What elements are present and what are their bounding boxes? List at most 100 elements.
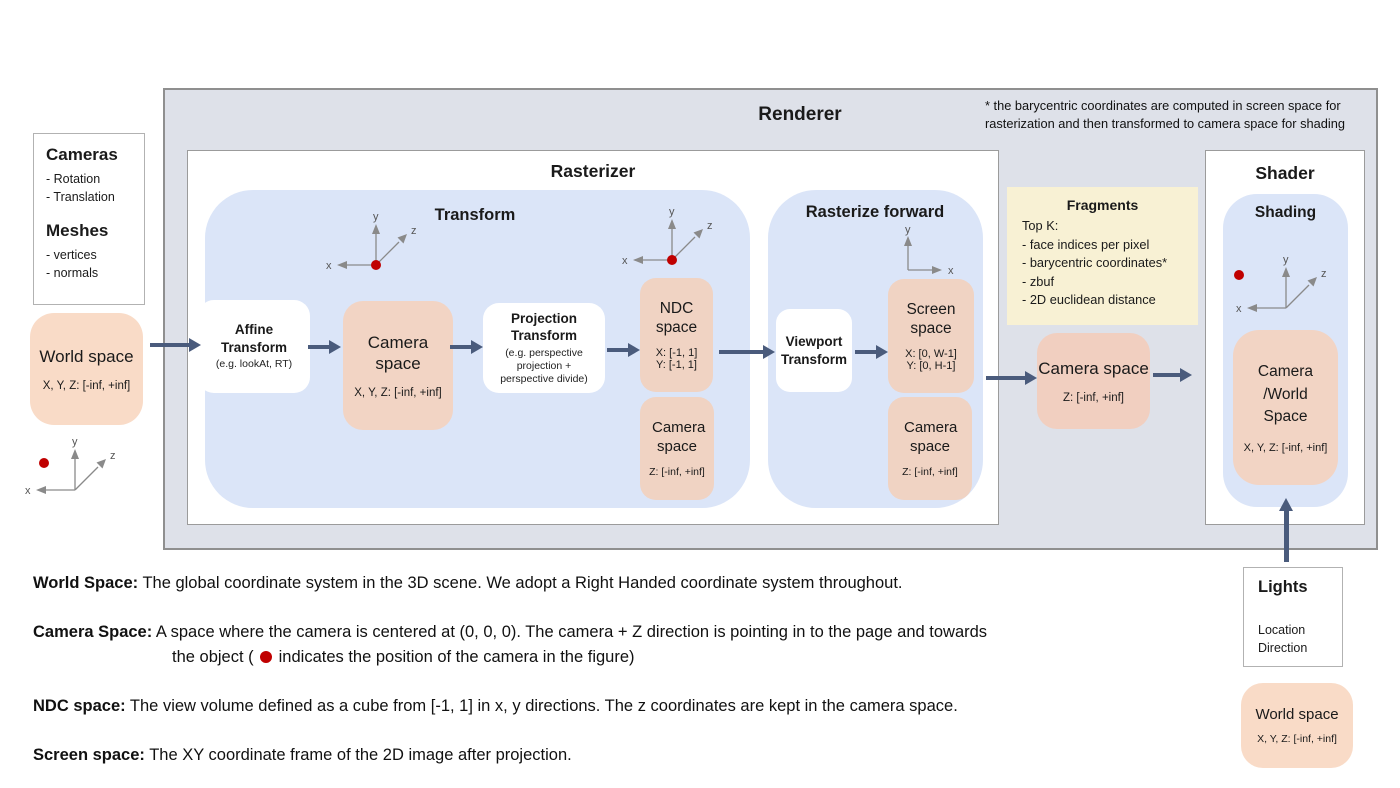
fragments-title: Fragments: [1066, 197, 1139, 213]
axis-label-z: z: [707, 220, 713, 232]
shader-title: Shader: [1255, 163, 1315, 183]
rasterize-forward-title: Rasterize forward: [805, 203, 945, 221]
axis-label-x: x: [25, 485, 31, 497]
screen-range-x: X: [0, W-1]: [905, 348, 957, 361]
world-space-lights-range: X, Y, Z: [-inf, +inf]: [1257, 733, 1337, 746]
projection-transform-title: Projection Transform: [510, 310, 578, 344]
lights-title: Lights: [1258, 578, 1308, 596]
camera-space-z-title: Camera space: [904, 419, 958, 455]
world-coordinate-axes: y x z: [25, 436, 116, 497]
flow-arrow-rasterizer-to-camera: [986, 371, 1037, 385]
fragments-line: - zbuf: [1022, 273, 1055, 289]
camera-space-z-box: Camera space Z: [-inf, +inf]: [888, 397, 972, 500]
axis-label-y: y: [373, 211, 379, 223]
rasterizer-title: Rasterizer: [550, 161, 636, 181]
axis-label-y: y: [1283, 254, 1289, 266]
screen-range-y: Y: [0, H-1]: [906, 360, 956, 373]
world-space-input-box: World space X, Y, Z: [-inf, +inf]: [30, 313, 143, 425]
definition-text: indicates the position of the camera in …: [278, 648, 635, 666]
camera-position-dot-icon: [1234, 270, 1244, 280]
camera-space-box: Camera space X, Y, Z: [-inf, +inf]: [343, 301, 453, 430]
definition-ndc-space: NDC space: The view volume defined as a …: [33, 697, 958, 716]
flow-arrow-lights-to-shader: [1279, 498, 1293, 562]
camera-world-space-range: X, Y, Z: [-inf, +inf]: [1243, 441, 1328, 454]
definition-text: The view volume defined as a cube from […: [129, 697, 958, 715]
meshes-item: - normals: [46, 266, 99, 280]
camera-position-dot-icon: [371, 260, 381, 270]
screen-coordinate-axes: y x: [904, 224, 954, 277]
axis-label-z: z: [110, 450, 116, 462]
affine-transform-title: Affine Transform: [220, 322, 288, 355]
fragments-line: Top K:: [1022, 218, 1059, 233]
ndc-space-title: NDC space: [655, 299, 698, 336]
definition-term: World Space:: [33, 574, 139, 592]
camera-position-dot-icon: [667, 255, 677, 265]
shading-coordinate-axes: y x z: [1236, 254, 1327, 315]
projection-transform-subtitle: (e.g. perspective projection + perspecti…: [500, 346, 588, 386]
flow-arrow-affine-to-camera: [308, 340, 341, 354]
flow-arrow-projection-to-ndc: [607, 343, 640, 357]
ndc-range-x: X: [-1, 1]: [655, 347, 698, 360]
projection-transform-box: Projection Transform (e.g. perspective p…: [483, 303, 605, 393]
camera-space-z-range: Z: [-inf, +inf]: [649, 465, 705, 478]
lights-item: Direction: [1258, 641, 1308, 655]
definition-text: The global coordinate system in the 3D s…: [142, 574, 903, 592]
camera-space-z-box: Camera space Z: [-inf, +inf]: [640, 397, 714, 500]
camera-world-space-box: Camera /World Space X, Y, Z: [-inf, +inf…: [1233, 330, 1338, 485]
definition-world-space: World Space: The global coordinate syste…: [33, 574, 903, 593]
meshes-title: Meshes: [46, 221, 109, 240]
world-space-lights-title: World space: [1255, 705, 1339, 723]
camera-world-space-title: Camera /World Space: [1257, 363, 1314, 426]
camera-position-dot-icon: [39, 458, 49, 468]
camera-space-z-title: Camera space: [652, 419, 706, 455]
camera-space-z-range: Z: [-inf, +inf]: [902, 465, 958, 478]
definition-camera-space-line2: the object ( indicates the position of th…: [172, 648, 635, 667]
fragments-line: - face indices per pixel: [1022, 236, 1150, 252]
axis-label-z: z: [1321, 268, 1327, 280]
definition-text: The XY coordinate frame of the 2D image …: [149, 746, 572, 764]
definition-screen-space: Screen space: The XY coordinate frame of…: [33, 746, 572, 765]
axis-label-y: y: [905, 224, 911, 236]
affine-transform-box: Affine Transform (e.g. lookAt, RT): [198, 300, 310, 393]
camera-space-mid-title: Camera space: [1038, 358, 1149, 378]
ndc-coordinate-axes: y x z: [622, 206, 713, 267]
screen-space-title: Screen space: [906, 300, 956, 337]
meshes-item: - vertices: [46, 248, 97, 262]
flow-arrow-viewport-to-screen: [855, 345, 888, 359]
camera-space-range: X, Y, Z: [-inf, +inf]: [354, 387, 442, 400]
affine-transform-subtitle: (e.g. lookAt, RT): [215, 358, 293, 371]
fragments-box: Fragments Top K: - face indices per pixe…: [1007, 187, 1198, 325]
camera-space-title: Camera space: [367, 332, 429, 373]
ndc-space-box: NDC space X: [-1, 1] Y: [-1, 1]: [640, 278, 713, 392]
definition-term: Screen space:: [33, 746, 145, 764]
viewport-transform-title: Viewport Transform: [781, 333, 848, 367]
camera-position-dot-icon: [259, 651, 272, 663]
camera-space-mid-range: Z: [-inf, +inf]: [1062, 392, 1125, 405]
definition-term: NDC space:: [33, 697, 126, 715]
shading-title: Shading: [1254, 204, 1317, 221]
cameras-title: Cameras: [46, 145, 118, 164]
cameras-meshes-box: Cameras - Rotation - Translation Meshes …: [33, 133, 145, 305]
flow-arrow-ndc-to-viewport: [719, 345, 775, 359]
definition-camera-space: Camera Space: A space where the camera i…: [33, 623, 987, 642]
lights-item: Location: [1258, 623, 1306, 637]
cameras-item: - Rotation: [46, 172, 101, 186]
viewport-transform-box: Viewport Transform: [776, 309, 852, 392]
renderer-title: Renderer: [758, 104, 842, 125]
fragments-line: - 2D euclidean distance: [1022, 292, 1156, 307]
transform-title: Transform: [434, 206, 516, 224]
axis-label-x: x: [1236, 303, 1242, 315]
transform-coordinate-axes: y x z: [326, 211, 417, 272]
axis-label-x: x: [622, 255, 628, 267]
world-space-range: X, Y, Z: [-inf, +inf]: [42, 380, 131, 393]
flow-arrow-camera-to-projection: [450, 340, 483, 354]
flow-arrow-camera-to-shader: [1153, 368, 1192, 382]
axis-label-y: y: [72, 436, 78, 448]
ndc-range-y: Y: [-1, 1]: [656, 359, 697, 372]
axis-label-x: x: [948, 265, 954, 277]
world-space-lights-box: World space X, Y, Z: [-inf, +inf]: [1241, 683, 1353, 768]
screen-space-box: Screen space X: [0, W-1] Y: [0, H-1]: [888, 279, 974, 393]
definition-term: Camera Space:: [33, 623, 153, 641]
definition-text: the object (: [172, 648, 254, 666]
